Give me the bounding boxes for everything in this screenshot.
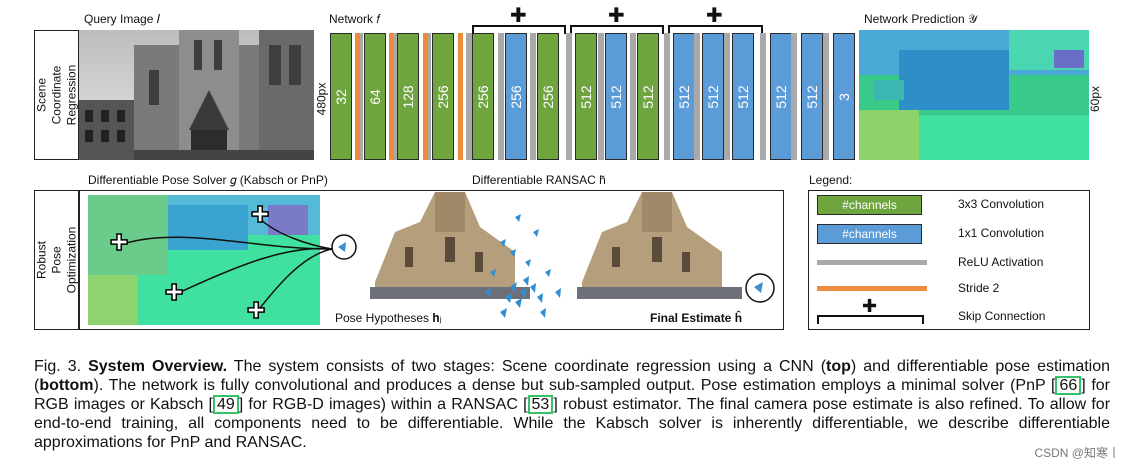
legend-item-skip: Skip Connection: [958, 309, 1046, 323]
legend-item-relu: ReLU Activation: [958, 255, 1044, 269]
stride-bar: [458, 33, 463, 160]
skip-plus-icon: ✚: [510, 5, 527, 27]
ransac-label: Differentiable RANSAC h̃: [472, 173, 606, 187]
citation-link[interactable]: 49: [213, 395, 239, 414]
legend-skip-symbol: [817, 315, 924, 324]
conv-layer-11: 512: [673, 33, 695, 160]
legend-swatch-stride: [817, 286, 927, 291]
legend-plus-icon: ✚: [862, 296, 878, 316]
hypothesis-marker-icon: ✚: [246, 298, 266, 323]
relu-bar: [360, 33, 363, 160]
legend-title: Legend:: [809, 173, 853, 187]
relu-bar: [694, 33, 700, 160]
pose-hypotheses-render: [370, 192, 561, 318]
relu-bar: [791, 33, 797, 160]
conv-layer-8: 512: [575, 33, 597, 160]
layer-channels: 32: [333, 88, 349, 105]
query-image: [79, 30, 314, 160]
layer-channels: 128: [400, 84, 416, 109]
relu-bar: [598, 33, 604, 160]
watermark: CSDN @知寒丨: [1034, 446, 1120, 460]
skip-plus-icon: ✚: [706, 5, 723, 27]
legend-item-1x1: 1x1 Convolution: [958, 226, 1045, 240]
relu-bar: [664, 33, 670, 160]
bottom-side-label: Robust Pose Optimization: [34, 226, 78, 294]
relu-bar: [428, 33, 431, 160]
legend-item-stride: Stride 2: [958, 281, 1000, 295]
layer-channels: 512: [676, 84, 692, 109]
hypothesis-paths: [119, 218, 357, 314]
query-image-label: Query Image 𝐼: [84, 12, 161, 26]
conv-layer-5: 256: [472, 33, 494, 160]
legend-box: [808, 190, 1090, 330]
relu-bar: [394, 33, 397, 160]
relu-bar: [724, 33, 730, 160]
prediction-label: Network Prediction 𝒴: [864, 12, 978, 26]
top-side-box: Scene Coordinate Regression: [34, 30, 79, 160]
layer-channels: 256: [475, 84, 491, 109]
solver-label: Differentiable Pose Solver 𝑔 (Kabsch or …: [88, 173, 328, 187]
coordinate-map: [88, 195, 320, 325]
bottom-side-box: Robust Pose Optimization: [34, 190, 79, 330]
layer-channels: 256: [540, 84, 556, 109]
layer-channels: 64: [367, 88, 383, 105]
legend-swatch-1x1: #channels: [817, 224, 922, 244]
skip-plus-icon: ✚: [608, 5, 625, 27]
conv-layer-6: 256: [505, 33, 527, 160]
relu-bar: [498, 33, 504, 160]
pose-hypotheses-label: Pose Hypotheses 𝐡ⱼ: [335, 311, 442, 325]
conv-layer-13: 512: [732, 33, 754, 160]
citation-link[interactable]: 53: [527, 395, 554, 414]
network-prediction-image: [859, 30, 1089, 160]
pose-optimization-panel: [79, 190, 784, 330]
hypothesis-marker-icon: ✚: [250, 202, 270, 227]
conv-layer-2: 64: [364, 33, 386, 160]
network-label: Network 𝑓: [329, 12, 381, 26]
conv-layer-9: 512: [605, 33, 627, 160]
conv-layer-16: 3: [833, 33, 855, 160]
layer-channels: 512: [773, 84, 789, 109]
skip-connection-braces: [472, 25, 763, 34]
layer-channels: 512: [804, 84, 820, 109]
layer-channels: 512: [608, 84, 624, 109]
stride-bar: [389, 33, 394, 160]
stride-bar: [423, 33, 428, 160]
relu-bar: [466, 33, 472, 160]
conv-layer-3: 128: [397, 33, 419, 160]
legend-item-3x3: 3x3 Convolution: [958, 197, 1045, 211]
citation-link[interactable]: 66: [1055, 376, 1082, 395]
conv-layer-14: 512: [770, 33, 792, 160]
top-side-label: Scene Coordinate Regression: [34, 64, 78, 126]
legend-swatch-3x3: #channels: [817, 195, 922, 215]
layer-channels: 256: [435, 84, 451, 109]
stride-bar: [355, 33, 360, 160]
figure-caption: Fig. 3. System Overview. The system cons…: [34, 358, 1111, 451]
final-estimate-render: [577, 192, 775, 303]
layer-channels: 512: [735, 84, 751, 109]
layer-channels: 512: [640, 84, 656, 109]
layer-channels: 256: [508, 84, 524, 109]
legend-swatch-relu: [817, 260, 927, 265]
hypothesis-marker-icon: ✚: [164, 280, 184, 305]
hypothesis-marker-icon: ✚: [109, 230, 129, 255]
conv-layer-1: 32: [330, 33, 352, 160]
final-estimate-label: Final Estimate ĥ: [650, 311, 743, 325]
conv-layer-10: 512: [637, 33, 659, 160]
layer-channels: 512: [578, 84, 594, 109]
conv-layer-7: 256: [537, 33, 559, 160]
conv-layer-12: 512: [702, 33, 724, 160]
conv-layer-15: 512: [801, 33, 823, 160]
conv-layer-4: 256: [432, 33, 454, 160]
left-dim-label: 480px: [314, 82, 329, 116]
relu-bar: [823, 33, 829, 160]
layer-channels: 3: [836, 92, 852, 101]
relu-bar: [630, 33, 636, 160]
relu-bar: [530, 33, 536, 160]
relu-bar: [566, 33, 572, 160]
relu-bar: [760, 33, 766, 160]
right-dim-label: 60px: [1088, 85, 1103, 113]
layer-channels: 512: [705, 84, 721, 109]
